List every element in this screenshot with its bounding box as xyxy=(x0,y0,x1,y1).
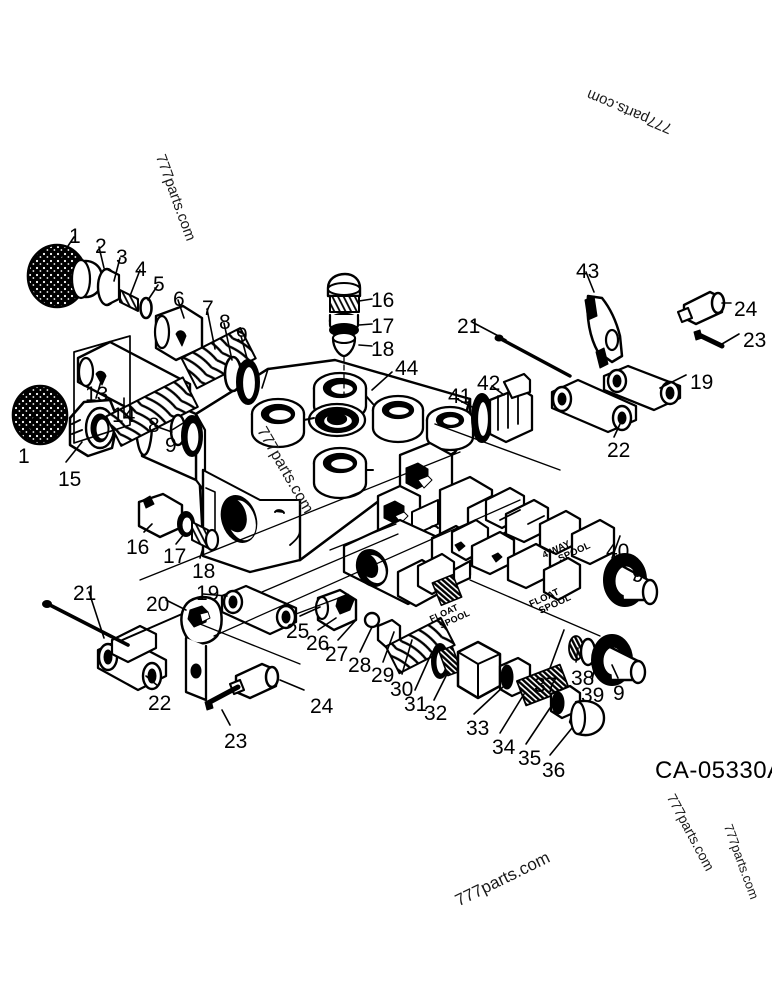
callout-42: 42 xyxy=(477,372,501,395)
callout-6: 6 xyxy=(173,288,185,311)
valve-body xyxy=(134,358,475,574)
callout-22: 22 xyxy=(148,692,172,715)
callout-44: 44 xyxy=(395,357,419,380)
callout-15: 15 xyxy=(58,468,82,491)
callout-29: 29 xyxy=(371,664,395,687)
callout-40: 40 xyxy=(606,540,630,563)
assembly-plug-top xyxy=(326,272,393,401)
callout-28: 28 xyxy=(348,654,372,677)
assembly-mid-left xyxy=(11,335,203,463)
callout-13: 13 xyxy=(85,383,109,406)
assembly-relief-valve-bottom xyxy=(299,588,606,756)
callout-21: 21 xyxy=(457,315,481,338)
callout-30: 30 xyxy=(390,678,414,701)
assembly-spool-lower-extra xyxy=(396,552,463,608)
callout-16: 16 xyxy=(126,536,150,559)
callout-14: 14 xyxy=(112,404,136,427)
assembly-top-left xyxy=(26,236,260,405)
callout-9: 9 xyxy=(165,434,177,457)
callout-20: 20 xyxy=(146,593,170,616)
callout-1: 1 xyxy=(69,225,81,248)
callout-8: 8 xyxy=(219,311,231,334)
callout-7: 7 xyxy=(202,297,214,320)
callout-23: 23 xyxy=(743,329,767,352)
callout-3: 3 xyxy=(116,246,128,269)
callout-17: 17 xyxy=(371,315,395,338)
callout-1: 1 xyxy=(18,445,30,468)
callout-21: 21 xyxy=(73,582,97,605)
callout-36: 36 xyxy=(542,759,566,782)
callout-37: 37 xyxy=(534,674,558,697)
callout-4: 4 xyxy=(135,258,147,281)
callout-8: 8 xyxy=(148,414,160,437)
callout-38: 38 xyxy=(571,667,595,690)
callout-27: 27 xyxy=(325,643,349,666)
callout-43: 43 xyxy=(576,260,600,283)
callout-18: 18 xyxy=(192,560,216,583)
callout-26: 26 xyxy=(306,632,330,655)
callout-2: 2 xyxy=(95,235,107,258)
callout-19: 19 xyxy=(690,371,714,394)
callout-34: 34 xyxy=(492,736,516,759)
callout-9: 9 xyxy=(632,564,644,587)
assembly-relief-plug xyxy=(434,372,561,471)
callout-39: 39 xyxy=(581,684,605,707)
part-number-label: CA-05330A xyxy=(655,757,772,784)
callout-33: 33 xyxy=(466,717,490,740)
callout-31: 31 xyxy=(404,693,428,716)
callout-41: 41 xyxy=(448,385,472,408)
callout-32: 32 xyxy=(424,702,448,725)
linkage-upper-right xyxy=(471,271,740,438)
callout-18: 18 xyxy=(371,338,395,361)
assembly-plug-mid-left xyxy=(137,492,220,559)
callout-23: 23 xyxy=(224,730,248,753)
callout-9: 9 xyxy=(236,324,248,347)
callout-19: 19 xyxy=(196,582,220,605)
callout-24: 24 xyxy=(310,695,334,718)
callout-24: 24 xyxy=(734,298,758,321)
callout-35: 35 xyxy=(518,747,542,770)
callout-9: 9 xyxy=(613,682,625,705)
callout-22: 22 xyxy=(607,439,631,462)
linkage-lower-left xyxy=(42,584,305,726)
callout-25: 25 xyxy=(286,620,310,643)
callout-5: 5 xyxy=(153,273,165,296)
callout-17: 17 xyxy=(163,545,187,568)
callout-16: 16 xyxy=(371,289,395,312)
